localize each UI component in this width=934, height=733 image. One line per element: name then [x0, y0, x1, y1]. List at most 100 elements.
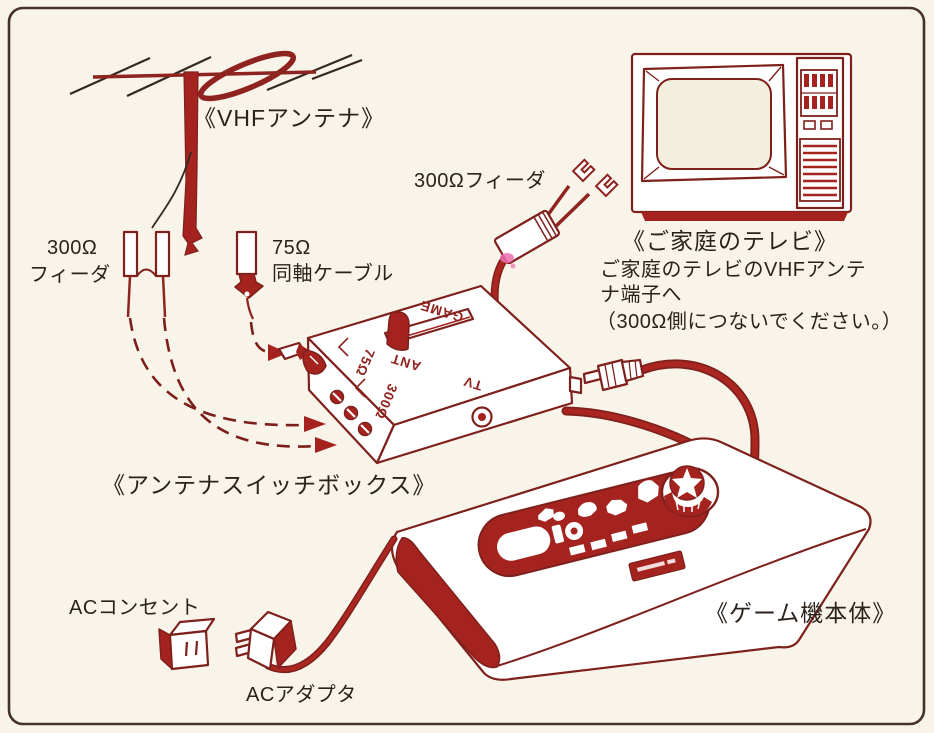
tv-knob [820, 120, 833, 130]
box-screw-terminals [329, 389, 373, 437]
outlet-slot [184, 641, 189, 657]
coax-tail [245, 297, 254, 320]
console-left-cap [395, 537, 501, 669]
panel-switch-plate [610, 530, 628, 542]
tv-knob [803, 120, 816, 130]
coax-75-name-label: 同軸ケーブル [272, 261, 394, 285]
twinlead-wire [126, 275, 132, 318]
twinlead-conductor [122, 230, 139, 278]
feeder-300-name-label: フィーダ [29, 263, 111, 286]
coax-plug [234, 273, 264, 299]
coax-75-cable [234, 230, 264, 320]
box-tv-connector-pin [478, 413, 486, 421]
page-border [7, 6, 926, 726]
terminal-bracket [337, 337, 349, 357]
screw-slot [332, 392, 342, 402]
ac-cord [266, 537, 396, 672]
connection-arrows [128, 317, 337, 453]
terminal-bracket [354, 378, 366, 398]
antenna-dipole-loop [197, 50, 297, 102]
feeder-300-twinlead [122, 230, 171, 318]
screw-slot [360, 424, 370, 434]
antenna-switch-box: GAME ANT TV 75Ω 300Ω [277, 245, 583, 465]
coax-plug-pin [244, 291, 250, 297]
panel-button-dot [570, 527, 578, 535]
coax-75-value-label: 75Ω [272, 237, 311, 259]
box-rca-jack [568, 375, 583, 395]
print-artifact-pink [510, 263, 516, 269]
knob-star [672, 468, 702, 498]
panel-switch-plate [569, 544, 586, 556]
bezel-corner [643, 166, 660, 180]
tv-channel-buttons [804, 74, 833, 109]
antenna-element [311, 58, 363, 81]
twinlead-conductor [154, 230, 171, 278]
box-corner-clip [302, 349, 327, 375]
bezel-corner [645, 70, 660, 82]
panel-art [638, 480, 659, 503]
tv-note-line3: （300Ω側につないでください。） [596, 310, 902, 333]
balun-ridge [537, 214, 553, 239]
balun-ridge [541, 211, 558, 237]
grille-lines [803, 144, 837, 197]
bezel-corner [768, 66, 782, 82]
panel-switch-plate [590, 538, 607, 551]
ac-adapter-label: ACアダプタ [246, 683, 357, 706]
balun-ridge [533, 216, 549, 242]
panel-switch [551, 524, 564, 544]
arrowhead [268, 344, 288, 361]
home-tv-label: 《ご家庭のテレビ》 [622, 228, 838, 254]
console-control-panel [477, 470, 711, 578]
screw-slot [346, 408, 356, 418]
antenna-drop-wire [151, 151, 192, 229]
vhf-antenna-label: 《VHFアンテナ》 [193, 105, 385, 131]
box-tv-port-label: TV [461, 373, 484, 393]
panel-window [497, 526, 551, 561]
arrowhead [304, 416, 326, 432]
tv-speaker-grille [799, 138, 841, 202]
twinlead-wire [161, 275, 167, 318]
ac-outlet [158, 617, 216, 671]
panel-art [606, 499, 628, 516]
feeder-300-value-label: 300Ω [47, 237, 97, 259]
panel-switch-plate [631, 522, 649, 534]
outlet-slot [194, 640, 199, 656]
home-tv [630, 52, 853, 221]
coax-sleeve [235, 230, 258, 276]
panel-art [535, 526, 543, 533]
outlet-front [168, 629, 210, 671]
console-badge [628, 550, 686, 582]
fork-terminal [571, 158, 596, 183]
console-knob [660, 465, 720, 518]
vhf-antenna [69, 50, 363, 256]
panel-art [553, 511, 566, 521]
panel-art [538, 508, 554, 522]
tv-feeder-label: 300Ωフィーダ [414, 169, 546, 192]
fork-terminal [594, 173, 619, 198]
console-front-edge [496, 528, 867, 667]
tv-note-line1: ご家庭のテレビのVHFアンテ [600, 258, 866, 281]
box-slider-knob [386, 310, 410, 351]
ac-outlet-label: ACコンセント [69, 597, 200, 619]
print-artifact-pink [500, 253, 514, 263]
adapter-side [273, 620, 297, 669]
dashed-arrow [128, 317, 306, 427]
clip-highlight [309, 355, 319, 365]
panel-art [578, 502, 597, 517]
twinlead-ribbon [136, 268, 157, 277]
bezel-corner [768, 166, 785, 176]
rca-plug [582, 358, 645, 392]
dashed-arrow [162, 317, 317, 448]
game-console [390, 358, 872, 681]
adapter-front [246, 627, 276, 671]
tv-note-line2: ナ端子へ [600, 283, 682, 306]
arrowhead [315, 437, 337, 453]
knob-knurl [664, 492, 712, 516]
tv-screen [656, 78, 772, 170]
tv-base [641, 212, 848, 221]
ac-adapter [234, 535, 398, 674]
matching-transformer [494, 158, 619, 269]
switch-box-label: 《アンテナスイッチボックス》 [102, 472, 436, 498]
